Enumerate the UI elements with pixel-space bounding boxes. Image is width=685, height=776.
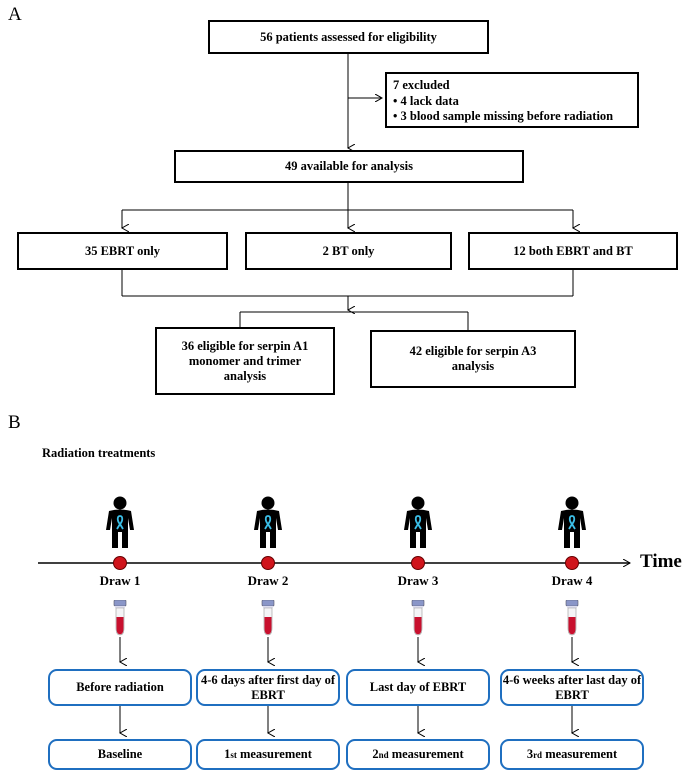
- blood-tube-icon: [112, 599, 128, 641]
- timeline-dot: [411, 556, 425, 570]
- assessed-text: 56 patients assessed for eligibility: [260, 29, 437, 44]
- eligible-a3-box: 42 eligible for serpin A3 analysis: [370, 330, 576, 388]
- assessed-box: 56 patients assessed for eligibility: [208, 20, 489, 54]
- timeline-dot: [565, 556, 579, 570]
- patient-icon: [103, 496, 137, 553]
- group-label: 2 BT only: [322, 243, 375, 258]
- draw-label: Draw 2: [247, 573, 289, 588]
- blood-tube-icon: [260, 599, 276, 641]
- blood-tube-icon: [564, 599, 580, 641]
- excluded-item: • 3 blood sample missing before radiatio…: [393, 109, 614, 123]
- timing-box: 4-6 weeks after last day of EBRT: [500, 669, 644, 706]
- draw-label: Draw 1: [99, 573, 141, 588]
- time-axis-label: Time: [640, 551, 682, 572]
- excluded-item: • 4 lack data: [393, 93, 459, 108]
- eligible-a3-text: 42 eligible for serpin A3 analysis: [409, 344, 537, 373]
- group-box-ebrt: 35 EBRT only: [17, 232, 228, 270]
- timing-box: 4-6 days after first day of EBRT: [196, 669, 340, 706]
- timing-box: Last day of EBRT: [346, 669, 490, 706]
- panel-a-label: A: [8, 4, 22, 25]
- panel-b-title: Radiation treatments: [42, 446, 156, 460]
- group-box-both: 12 both EBRT and BT: [468, 232, 678, 270]
- measurement-box: Baseline: [48, 739, 192, 770]
- group-box-bt: 2 BT only: [245, 232, 452, 270]
- draw-label: Draw 4: [551, 573, 593, 588]
- draw-label: Draw 3: [397, 573, 439, 588]
- excluded-box: 7 excluded • 4 lack data • 3 blood sampl…: [385, 72, 639, 128]
- patient-icon: [401, 496, 435, 553]
- available-box: 49 available for analysis: [174, 150, 524, 183]
- timeline-dot: [261, 556, 275, 570]
- timeline-dot: [113, 556, 127, 570]
- timing-box: Before radiation: [48, 669, 192, 706]
- available-text: 49 available for analysis: [285, 159, 413, 173]
- patient-icon: [251, 496, 285, 553]
- group-label: 12 both EBRT and BT: [513, 243, 633, 258]
- panel-b-label: B: [8, 412, 21, 433]
- eligible-a1-box: 36 eligible for serpin A1 monomer and tr…: [155, 327, 335, 395]
- excluded-title: 7 excluded: [393, 78, 450, 92]
- blood-tube-icon: [410, 599, 426, 641]
- patient-icon: [555, 496, 589, 553]
- eligible-a1-text: 36 eligible for serpin A1 monomer and tr…: [181, 338, 309, 383]
- group-label: 35 EBRT only: [84, 243, 161, 258]
